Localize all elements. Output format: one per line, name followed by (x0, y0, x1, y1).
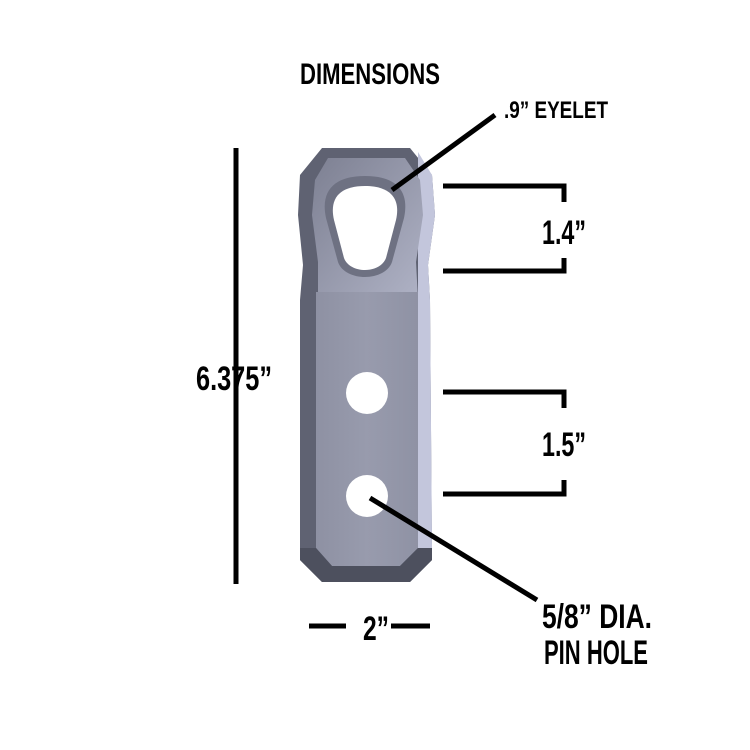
hole-spacing-bracket (443, 389, 567, 497)
eyelet-label: .9” EYELET (504, 97, 608, 124)
eyelet-height-bracket (443, 183, 567, 274)
overall-length-label: 6.375” (196, 360, 272, 398)
pin-hole-upper (346, 372, 388, 414)
hitch-plate (298, 148, 435, 582)
eyelet-hole (332, 186, 398, 270)
pin-hole-lower (346, 475, 388, 517)
eyelet-height-label: 1.4” (542, 214, 586, 252)
plate-right-edge (418, 152, 435, 560)
pin-hole-label-line2: PIN HOLE (544, 634, 648, 672)
pin-hole-label-line1: 5/8” DIA. (542, 598, 652, 636)
hole-spacing-label: 1.5” (542, 426, 586, 464)
diagram-title: DIMENSIONS (300, 58, 440, 91)
plate-face (316, 292, 418, 566)
eyelet-leader-line (390, 112, 497, 193)
plate-bottom-bevel (300, 548, 432, 582)
width-label: 2” (363, 610, 389, 648)
pin-hole-leader-line (368, 495, 539, 603)
